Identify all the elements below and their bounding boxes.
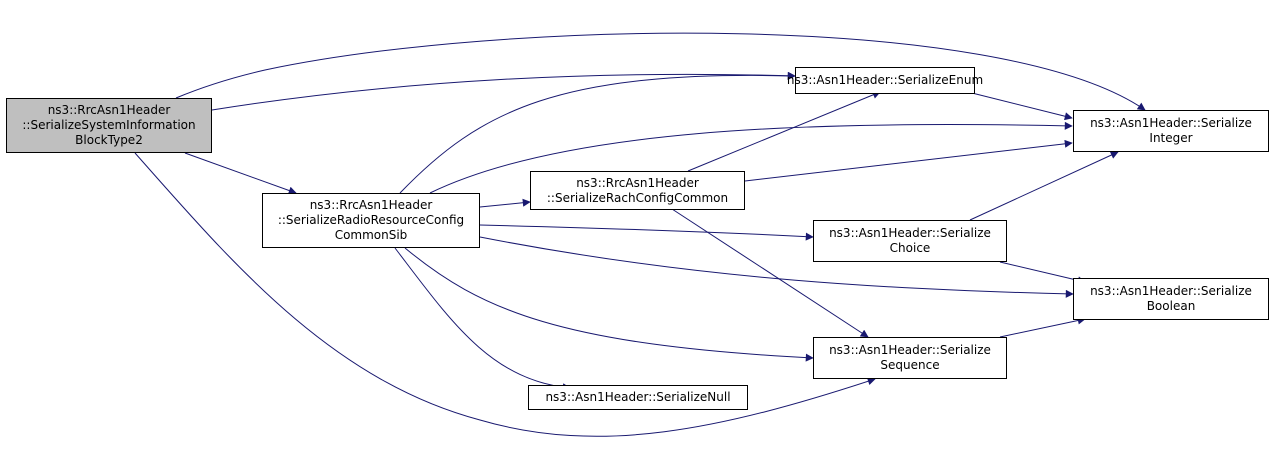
edge-rach-to-enum bbox=[687, 91, 881, 172]
node-serialize-radio-resource-config-common-sib[interactable]: ns3::RrcAsn1Header ::SerializeRadioResou… bbox=[262, 193, 480, 248]
node-label-line: ns3::Asn1Header::SerializeNull bbox=[545, 390, 731, 404]
edge-sequence-to-boolean bbox=[999, 316, 1086, 338]
node-label-line: ns3::Asn1Header::Serialize bbox=[829, 226, 991, 240]
edge-rach-to-integer bbox=[744, 139, 1073, 182]
edge-radio-to-enum bbox=[399, 71, 796, 194]
node-serialize-integer[interactable]: ns3::Asn1Header::Serialize Integer bbox=[1073, 110, 1269, 152]
edge-radio-to-null bbox=[394, 247, 571, 392]
node-label-line: ns3::Asn1Header::Serialize bbox=[1090, 116, 1252, 130]
node-serialize-boolean[interactable]: ns3::Asn1Header::Serialize Boolean bbox=[1073, 278, 1269, 320]
edge-root-to-integer bbox=[175, 32, 1146, 111]
edge-radio-to-boolean bbox=[479, 236, 1074, 298]
edge-rach-to-sequence bbox=[671, 208, 869, 338]
edge-choice-to-boolean bbox=[999, 261, 1086, 285]
node-label-line: Choice bbox=[889, 241, 931, 255]
node-label-line: ns3::RrcAsn1Header bbox=[309, 198, 433, 212]
node-label-line: ::SerializeSystemInformation bbox=[22, 118, 196, 132]
edge-root-to-enum bbox=[211, 71, 796, 111]
node-label-line: BlockType2 bbox=[75, 133, 143, 147]
edge-radio-to-choice bbox=[479, 224, 814, 241]
edge-root-to-radio bbox=[184, 152, 297, 195]
node-label-line: ns3::RrcAsn1Header bbox=[47, 103, 171, 117]
node-label-line: CommonSib bbox=[334, 228, 408, 242]
edge-radio-to-rach bbox=[479, 198, 531, 208]
node-serialize-null[interactable]: ns3::Asn1Header::SerializeNull bbox=[528, 385, 748, 410]
node-serialize-system-information-block-type2: ns3::RrcAsn1Header ::SerializeSystemInfo… bbox=[6, 98, 212, 153]
edge-choice-to-integer bbox=[969, 151, 1119, 221]
node-serialize-enum[interactable]: ns3::Asn1Header::SerializeEnum bbox=[787, 67, 983, 94]
node-label-line: Sequence bbox=[880, 358, 940, 372]
node-serialize-sequence[interactable]: ns3::Asn1Header::Serialize Sequence bbox=[813, 337, 1007, 379]
node-label-line: ::SerializeRachConfigCommon bbox=[546, 190, 729, 205]
edge-radio-to-sequence bbox=[404, 247, 814, 362]
node-label-line: ns3::Asn1Header::SerializeEnum bbox=[786, 73, 984, 87]
edge-enum-to-integer bbox=[971, 92, 1073, 121]
node-label-line: ::SerializeRadioResourceConfig bbox=[277, 213, 465, 227]
edge-root-to-sequence bbox=[134, 152, 876, 437]
node-label-line: Integer bbox=[1149, 131, 1193, 145]
node-label-line: Boolean bbox=[1146, 299, 1196, 313]
node-label-line: ns3::Asn1Header::Serialize bbox=[1090, 284, 1252, 298]
node-label-line: ns3::RrcAsn1Header bbox=[576, 175, 699, 190]
edge-radio-to-integer bbox=[429, 121, 1073, 194]
node-serialize-rach-config-common[interactable]: ns3::RrcAsn1Header ::SerializeRachConfig… bbox=[530, 171, 745, 210]
node-label-line: ns3::Asn1Header::Serialize bbox=[829, 343, 991, 357]
node-serialize-choice[interactable]: ns3::Asn1Header::Serialize Choice bbox=[813, 220, 1007, 262]
